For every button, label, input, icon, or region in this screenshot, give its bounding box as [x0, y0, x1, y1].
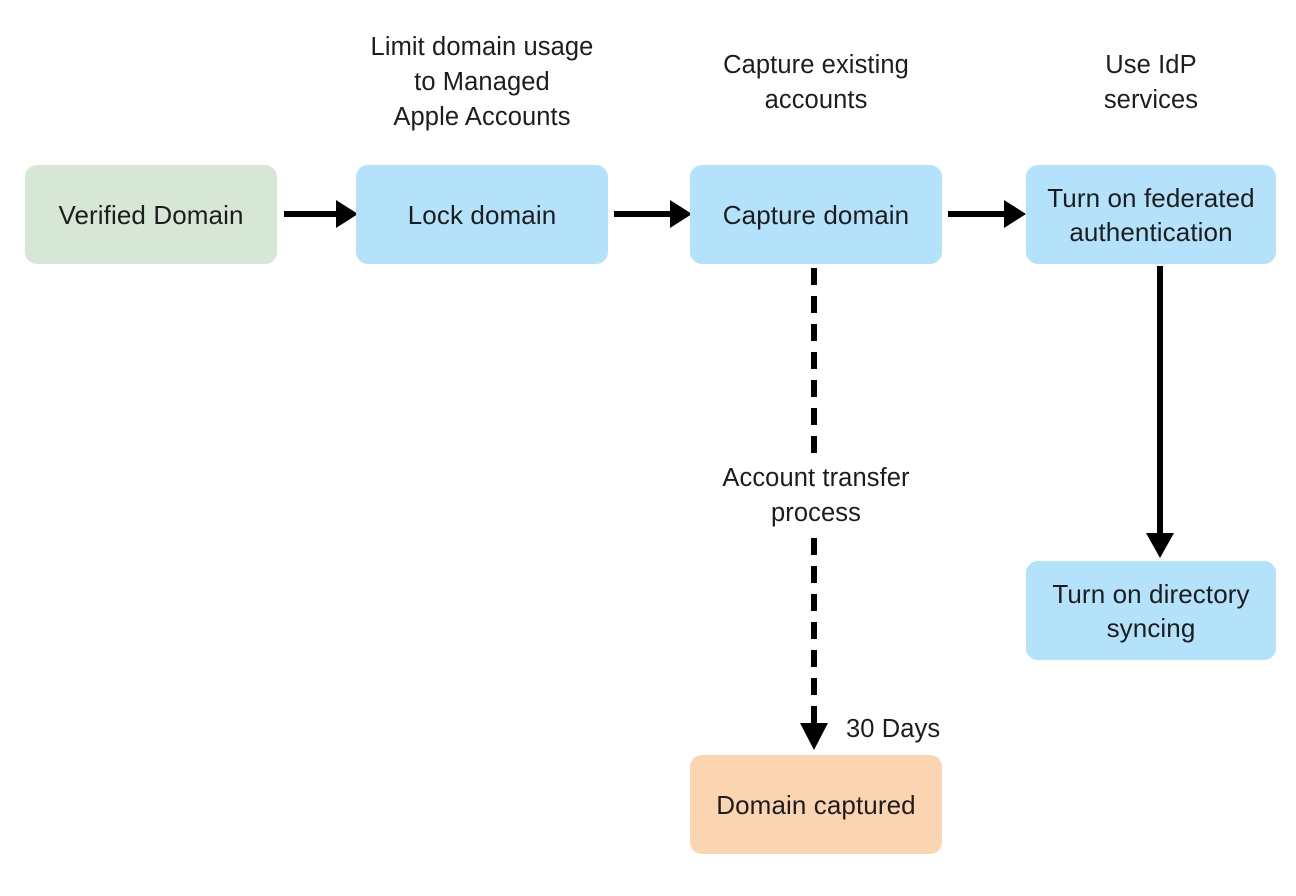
caption-lock-domain: Limit domain usage to Managed Apple Acco… — [370, 33, 594, 131]
edge-verified-to-lock — [284, 200, 358, 228]
node-directory-syncing[interactable]: Turn on directory syncing — [1026, 561, 1276, 660]
node-verified-domain[interactable]: Verified Domain — [25, 165, 277, 264]
node-domain-captured[interactable]: Domain captured — [690, 755, 942, 854]
edge-capture-to-federated — [948, 200, 1026, 228]
node-verified-domain-label: Verified Domain — [58, 199, 244, 230]
node-federated-authentication[interactable]: Turn on federated authentication — [1026, 165, 1276, 264]
edge-federated-to-syncing — [1146, 266, 1174, 558]
edge-label-account-transfer-process: Account transfer process — [722, 464, 910, 527]
node-capture-domain-label: Capture domain — [722, 199, 910, 230]
node-federated-authentication-label: Turn on federated authentication — [1047, 182, 1255, 247]
node-lock-domain[interactable]: Lock domain — [356, 165, 608, 264]
edge-label-30-days: 30 Days — [846, 715, 941, 743]
node-lock-domain-label: Lock domain — [407, 199, 557, 230]
node-capture-domain[interactable]: Capture domain — [690, 165, 942, 264]
caption-federated-auth: Use IdP services — [1103, 51, 1199, 114]
node-directory-syncing-label: Turn on directory syncing — [1052, 578, 1250, 643]
caption-capture-domain: Capture existing accounts — [723, 51, 909, 114]
node-domain-captured-label: Domain captured — [716, 789, 916, 820]
edge-lock-to-capture — [614, 200, 692, 228]
